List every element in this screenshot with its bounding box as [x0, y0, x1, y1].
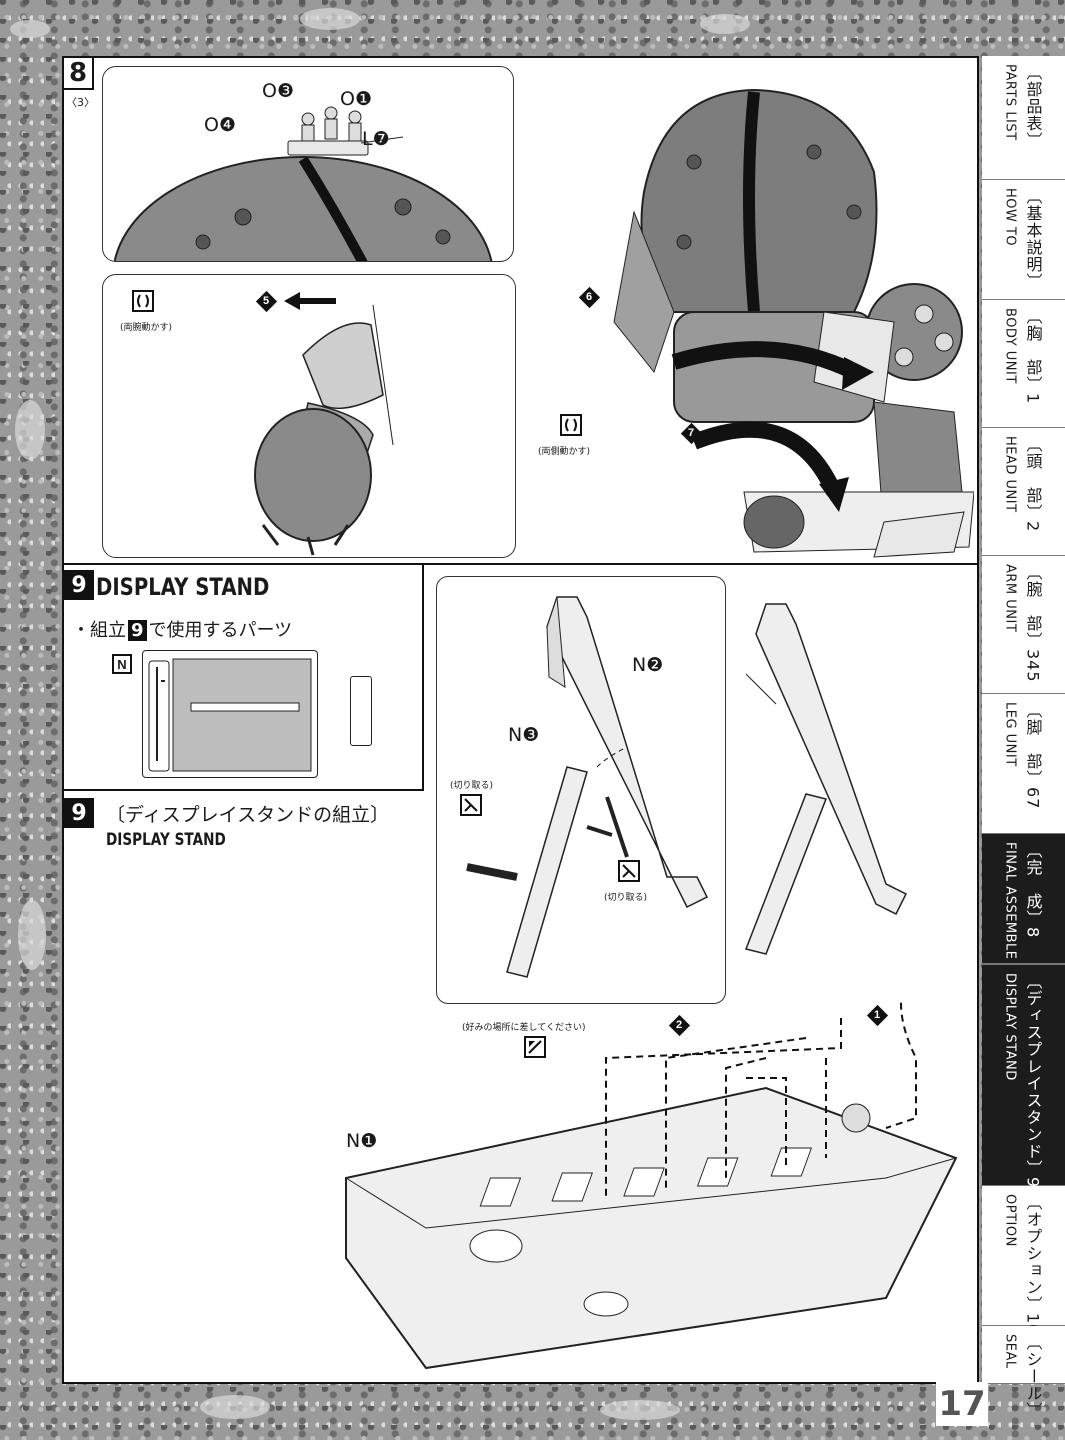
sidebar-tab-parts-list[interactable]: 〔部品表〕PARTS LIST: [982, 56, 1065, 180]
assembled-stand-arm: [744, 603, 908, 955]
step-9-parts-panel: [64, 563, 424, 791]
step-9-subtitle-jp: 〔ディスプレイスタンドの組立〕: [106, 804, 390, 826]
label-l7: L❼: [362, 128, 390, 150]
runner-n-illustration: [148, 658, 312, 772]
arrow-badge-7: 7: [680, 422, 702, 444]
step-8-sub: 〈3〉: [66, 96, 95, 109]
step-9-title: DISPLAY STAND: [96, 573, 270, 601]
arrow-badge-5: 5: [255, 290, 277, 312]
arrow-badge-6: 6: [578, 286, 600, 308]
step-9-subtitle-en: DISPLAY STAND: [106, 830, 226, 850]
step-8-number: 8: [68, 58, 88, 88]
cut-note-1: (切り取る): [450, 781, 494, 791]
stand-base-illustration: [345, 998, 958, 1370]
parts-used-prefix: ・組立: [72, 620, 126, 641]
label-o4: O❹: [204, 114, 236, 136]
arm-move-note: (両腕動かす): [120, 323, 173, 333]
label-o3: O❸: [262, 80, 294, 102]
page-number: 17: [936, 1382, 988, 1426]
both-sides-note: (両側動かす): [538, 447, 591, 457]
arm-detail-illustration: [254, 304, 394, 556]
parts-used-suffix: で使用するパーツ: [148, 620, 293, 641]
label-n2: N❷: [632, 654, 664, 676]
sidebar-tab-how-to[interactable]: 〔基本説明〕HOW TO: [982, 180, 1065, 300]
insert-note: (好みの場所に差してください): [462, 1023, 586, 1033]
head-top-illustration: [113, 106, 493, 261]
runner-n-tag: N: [112, 654, 132, 674]
step-9-parts-number-box: 9: [64, 570, 94, 600]
final-model-illustration: [613, 88, 974, 558]
stand-parts-illustration: [466, 596, 709, 978]
sidebar-tab-seal[interactable]: 〔シール〕SEAL: [982, 1326, 1065, 1419]
instruction-page: 8 〈3〉 O❸ O❶ O❹ L❼: [62, 56, 979, 1384]
step-8-pilots-callout: [102, 66, 514, 262]
arrow-badge-1: 1: [866, 1004, 888, 1026]
cut-note-2: (切り取る): [604, 893, 648, 903]
nipper-icon-2: [618, 860, 640, 882]
section-divider: [64, 563, 977, 565]
step-8-arm-callout: [102, 274, 516, 558]
arm-move-icon: [132, 290, 154, 312]
label-n1: N❶: [346, 1130, 378, 1152]
step-9-number-box: 9: [64, 798, 94, 828]
runner-n-side-part: [350, 676, 372, 746]
runner-n-frame: [142, 650, 318, 778]
label-o1: O❶: [340, 88, 372, 110]
label-n3: N❸: [508, 724, 540, 746]
nipper-icon-1: [460, 794, 482, 816]
parts-used-step: 9: [128, 620, 147, 641]
left-arrow-icon: [284, 292, 336, 310]
arrow-badge-2: 2: [668, 1014, 690, 1036]
insert-anywhere-icon: [524, 1036, 546, 1058]
step-9-stand-callout: [436, 576, 726, 1004]
both-sides-move-icon: [560, 414, 582, 436]
step-8-number-box: 8: [62, 56, 94, 90]
